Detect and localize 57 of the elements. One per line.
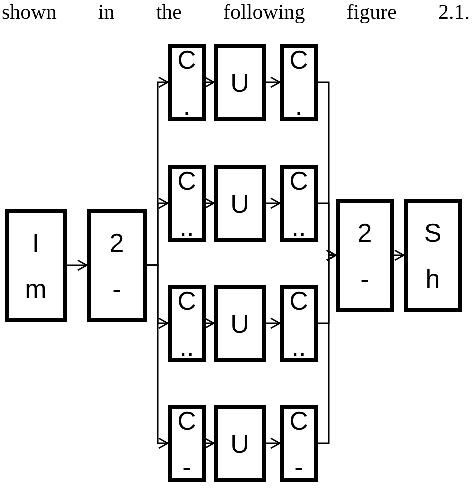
process-box (336, 199, 394, 312)
box-label: U (230, 68, 250, 96)
box-label: .. (180, 212, 194, 240)
process-box (168, 165, 206, 242)
arrow (266, 198, 281, 210)
process-box (214, 285, 266, 362)
box-label: - (182, 452, 192, 480)
arrow (204, 318, 215, 330)
box-label: C (178, 286, 196, 314)
arrow (266, 318, 281, 330)
box-label: 2 (110, 228, 124, 256)
process-box (168, 44, 206, 121)
arrow (204, 76, 215, 88)
box-label: C (290, 286, 308, 314)
body-text: shown in the following figure 2.1. (2, 0, 470, 24)
box-label: U (230, 190, 250, 218)
box-label: - (112, 274, 122, 302)
box-label: h (426, 264, 440, 292)
process-box (280, 165, 318, 242)
box-label: U (230, 430, 250, 458)
box-label: .. (180, 332, 194, 360)
box-label: - (360, 264, 370, 292)
arrow (67, 260, 88, 272)
box-label: C (290, 46, 308, 74)
box-label: 2 (358, 218, 372, 246)
arrow (204, 198, 215, 210)
process-box (214, 405, 266, 482)
box-label: C (178, 406, 196, 434)
arrow (266, 76, 281, 88)
process-box (168, 285, 206, 362)
arrow (318, 250, 337, 444)
process-box (280, 285, 318, 362)
box-label: C (178, 46, 196, 74)
box-label: - (294, 452, 304, 480)
process-box (168, 405, 206, 482)
box-label: . (183, 92, 191, 120)
box-label: I (32, 228, 40, 256)
process-box (214, 44, 266, 121)
box-label: . (295, 92, 303, 120)
process-box (404, 199, 462, 312)
box-label: U (230, 310, 250, 338)
box-label: C (178, 166, 196, 194)
process-box (5, 209, 67, 322)
process-box (280, 44, 318, 121)
arrow (394, 250, 405, 262)
box-label: S (424, 218, 442, 246)
box-label: .. (292, 212, 306, 240)
process-box (87, 209, 147, 322)
arrow (266, 438, 281, 450)
arrow (204, 438, 215, 450)
box-label: C (290, 406, 308, 434)
box-label: m (25, 274, 47, 302)
box-label: .. (292, 332, 306, 360)
process-box (280, 405, 318, 482)
box-label: C (290, 166, 308, 194)
process-box (214, 165, 266, 242)
arrow (147, 264, 169, 450)
